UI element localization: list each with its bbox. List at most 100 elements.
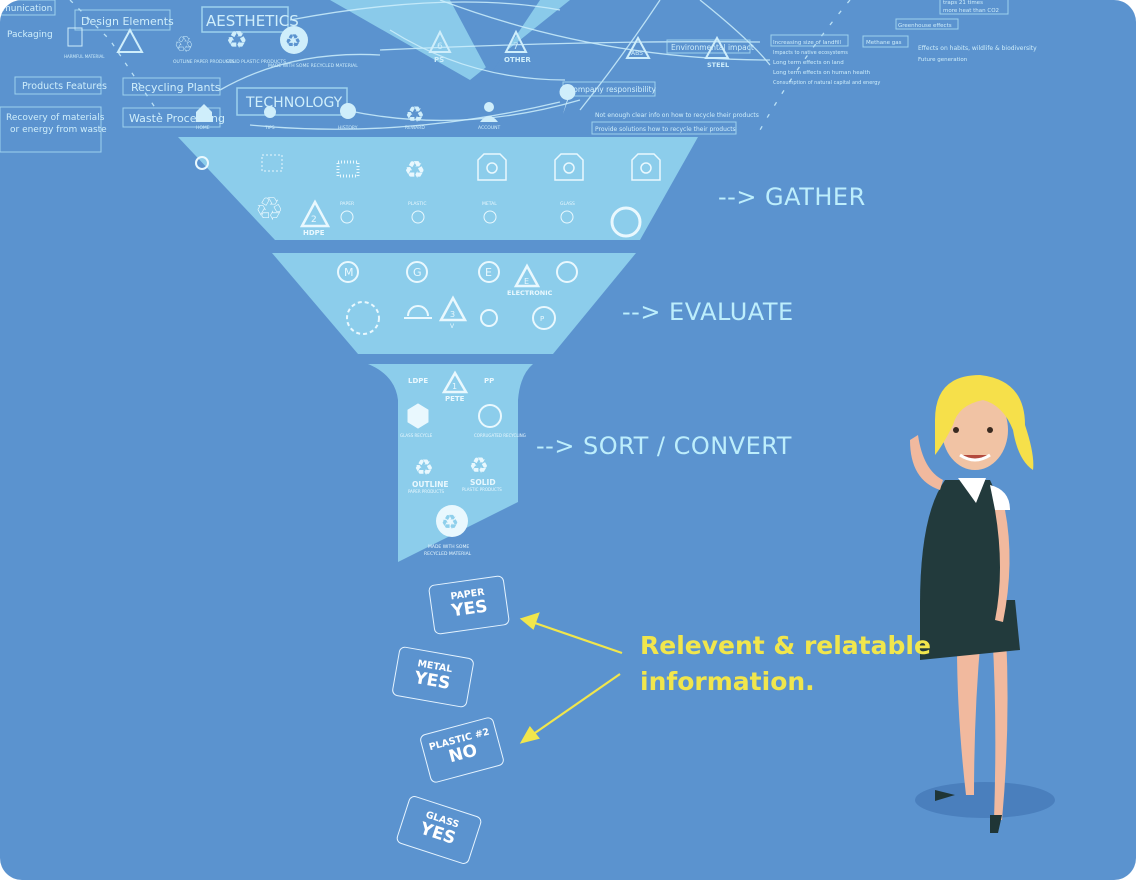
made-with-recycle-icon <box>436 505 468 537</box>
svg-text:7: 7 <box>513 42 519 52</box>
no-litter-icon <box>610 206 642 238</box>
solid-recycle-icon: ♻ <box>469 453 489 478</box>
paper-p-icon <box>340 210 354 224</box>
electronic-triangle-icon <box>513 263 541 288</box>
design-elements-label: Design Elements <box>81 15 174 28</box>
account-icon <box>484 102 494 112</box>
harmful-label: HARMFUL MATERIAL <box>64 54 105 59</box>
material-card-paper: PAPER YES <box>427 574 511 636</box>
recycle-circle-icon <box>280 26 308 54</box>
svg-text:M: M <box>344 266 354 279</box>
heat-label-1: traps 21 times <box>943 0 983 6</box>
svg-text:♻: ♻ <box>441 512 459 534</box>
bag-p-icon <box>477 153 507 181</box>
outline-recycle-icon: ♲ <box>255 191 284 227</box>
glass-recycle-label: GLASS RECYCLE <box>400 433 433 438</box>
stage-gather-label: --> GATHER <box>718 183 866 211</box>
shadow <box>915 782 1055 818</box>
svg-text:P: P <box>540 315 544 323</box>
gear-icon <box>195 156 209 170</box>
svg-text:6: 6 <box>437 42 443 52</box>
history-icon <box>340 103 356 119</box>
landfill-label: Increasing size of landfill <box>773 40 841 46</box>
connector-lines <box>69 0 851 131</box>
svg-text:3: 3 <box>450 310 455 319</box>
svg-text:PLASTIC PRODUCTS: PLASTIC PRODUCTS <box>462 487 502 492</box>
greenhouse-label: Greenhouse effects <box>898 23 952 29</box>
products-features-label: Products Features <box>22 81 107 92</box>
other-label: OTHER <box>504 56 531 64</box>
svg-text:G: G <box>413 266 422 279</box>
corrugated-recycle-icon <box>478 404 502 428</box>
habits-label: Effects on habits, wildlife & biodiversi… <box>918 45 1037 52</box>
recycle-triangle-icon <box>116 27 144 53</box>
recycling-plants-label: Recycling Plants <box>131 81 221 94</box>
callout-text: Relevent & relatable information. <box>640 628 931 700</box>
funnel-evaluate-section <box>272 253 636 354</box>
communication-label: munication <box>2 4 52 14</box>
steel-triangle-icon <box>704 35 730 59</box>
sleeve <box>990 485 1010 510</box>
technology-label: TECHNOLOGY <box>245 95 343 111</box>
vest <box>920 480 1004 605</box>
reward-recycle-icon: ♻ <box>405 102 425 127</box>
recycle-icon: ♻ <box>404 157 426 184</box>
stage-sort-convert-label: --> SORT / CONVERT <box>536 432 792 460</box>
callout-line-2: information. <box>640 667 815 696</box>
arrow-to-plastic <box>531 673 621 736</box>
made-with-label: MADE WITH SOME RECYCLED MATERIAL <box>268 63 358 69</box>
ps-triangle-icon <box>428 29 452 53</box>
location-pin-icon <box>559 84 576 114</box>
provide-solutions-label: Provide solutions how to recycle their p… <box>595 126 736 133</box>
top-light-shape <box>330 0 570 80</box>
pp-label: PP <box>484 377 494 385</box>
solid-label: SOLID <box>470 478 496 487</box>
recycle-solid-icon: ♻ <box>226 27 248 54</box>
recovery-label-1: Recovery of materials <box>6 113 105 123</box>
methane-label: Methane gas <box>866 40 902 46</box>
pete-triangle-icon <box>441 370 469 394</box>
p-loop-icon <box>532 306 556 330</box>
electronic-label: ELECTRONIC <box>507 289 553 297</box>
glass-recycle-icon <box>407 403 429 429</box>
ecosystems-label: Impacts to native ecosystems <box>773 50 848 56</box>
skirt <box>920 600 1020 660</box>
sun-icon <box>480 309 498 327</box>
v-triangle-icon <box>438 295 468 322</box>
future-label: Future generation <box>918 57 968 63</box>
sunrise-icon <box>404 305 432 319</box>
reward-label: REWARD <box>405 125 425 131</box>
svg-text:PAPER PRODUCTS: PAPER PRODUCTS <box>408 489 444 494</box>
stage-evaluate-label: --> EVALUATE <box>622 298 794 326</box>
paper-label: PAPER <box>340 201 354 207</box>
recycle-loop-icon <box>346 301 380 335</box>
mindmap-boxes: munication Design Elements AESTHETICS Pa… <box>0 0 1037 153</box>
arrow-head-icon <box>519 726 540 744</box>
hdpe-triangle-icon <box>299 199 331 228</box>
ldpe-label: LDPE <box>408 377 428 385</box>
packaging-label: Packaging <box>7 30 53 40</box>
heat-label-2: more heat than CO2 <box>943 8 999 14</box>
not-enough-info-label: Not enough clear info on how to recycle … <box>595 112 759 119</box>
plastic-label: PLASTIC <box>408 201 426 207</box>
hdpe-label: HDPE <box>303 229 325 237</box>
home-icon <box>196 104 212 122</box>
callout-arrows <box>519 612 623 744</box>
svg-text:2: 2 <box>311 215 317 225</box>
svg-text:E: E <box>485 266 492 279</box>
bag-m-icon <box>631 153 661 181</box>
arrow-to-paper <box>531 620 623 655</box>
recovery-label-2: or energy from waste <box>10 125 107 135</box>
outline-recycle-icon-2: ♻ <box>414 455 434 480</box>
outline-label: OUTLINE PAPER PRODUCTS <box>173 59 235 65</box>
metal-m-icon <box>483 210 497 224</box>
callout-line-1: Relevent & relatable <box>640 631 931 660</box>
aesthetics-label: AESTHETICS <box>206 12 299 30</box>
funnel-icons: ♻ ♲ 2 HDPE PAPER PLASTIC METAL GLASS M <box>195 153 661 557</box>
svg-text:E: E <box>524 277 529 286</box>
pete-label: PETE <box>445 395 465 403</box>
outline-label: OUTLINE <box>412 480 449 489</box>
mindmap-icons: HARMFUL MATERIAL ♲ OUTLINE PAPER PRODUCT… <box>64 26 730 131</box>
